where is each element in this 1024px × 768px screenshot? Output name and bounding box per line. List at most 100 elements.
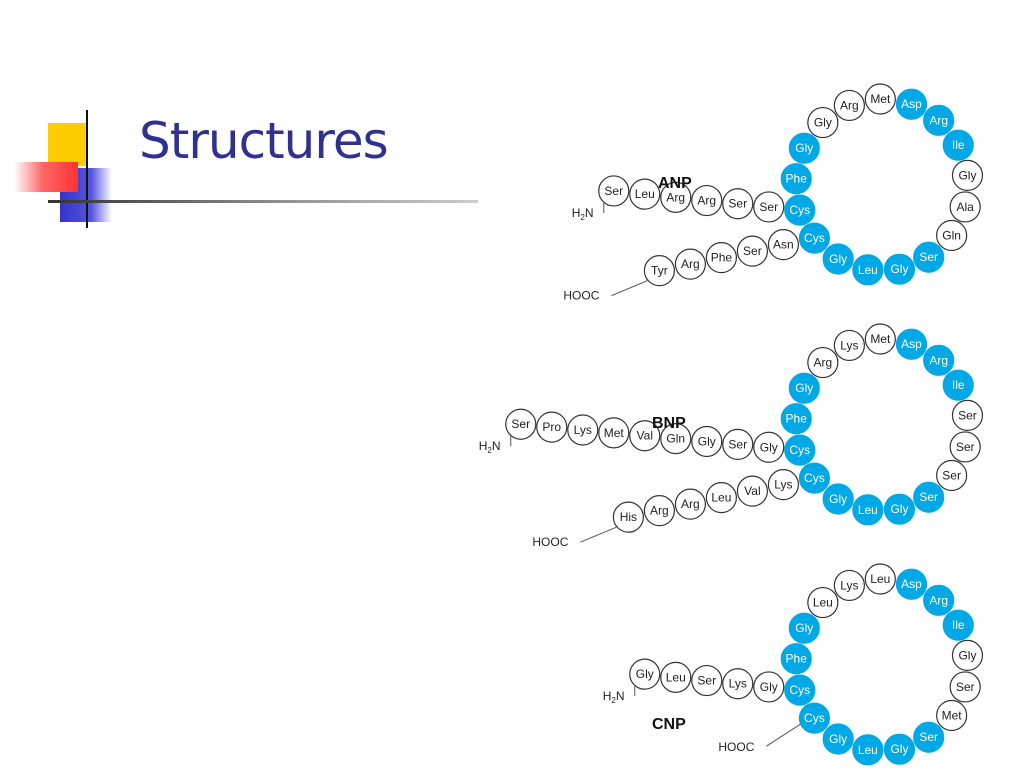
ring-residue-1-6: Asp bbox=[895, 328, 928, 360]
residue-label: Arg bbox=[650, 504, 669, 518]
n-chain-residue-0-3: Arg bbox=[660, 181, 692, 213]
ring-residue-0-10: Ala bbox=[949, 191, 981, 223]
ring-residue-2-5: Leu bbox=[864, 563, 896, 595]
residue-circle bbox=[722, 668, 754, 700]
residue-circle bbox=[895, 328, 928, 360]
residue-circle bbox=[784, 434, 816, 466]
n-chain-residue-2-3: Leu bbox=[660, 661, 692, 693]
c-terminus-label-2: HOOC bbox=[718, 740, 754, 754]
ring-residue-1-16: Cys bbox=[798, 462, 830, 494]
residue-circle bbox=[833, 329, 865, 362]
residue-label: Cys bbox=[789, 683, 810, 697]
n-terminus-label-2: H2N bbox=[603, 689, 625, 705]
residue-circle bbox=[923, 104, 955, 136]
residue-label: Gly bbox=[890, 742, 908, 756]
residue-label: Cys bbox=[804, 231, 825, 245]
ring-residue-1-13: Gly bbox=[883, 493, 916, 525]
decoration-vertical-line bbox=[86, 110, 88, 228]
ring-residue-1-7: Arg bbox=[923, 344, 955, 376]
residue-circle bbox=[923, 584, 955, 616]
n-chain-residue-1-5: Met bbox=[598, 417, 630, 449]
residue-circle bbox=[674, 248, 706, 280]
c-chain-residue-0-0: Asn bbox=[767, 229, 799, 261]
residue-label: Ile bbox=[952, 618, 965, 632]
residue-label: Gly bbox=[958, 168, 976, 182]
residue-label: Ser bbox=[958, 408, 977, 422]
residue-label: Leu bbox=[858, 263, 878, 277]
residue-label: Gly bbox=[829, 732, 847, 746]
residue-label: Lys bbox=[729, 677, 747, 691]
residue-label: Gly bbox=[958, 648, 976, 662]
residue-label: Ser bbox=[697, 674, 716, 688]
residue-label: Ser bbox=[759, 200, 778, 214]
residue-label: Lys bbox=[774, 478, 792, 492]
residue-circle bbox=[643, 495, 675, 527]
residue-label: Ser bbox=[942, 468, 961, 482]
ring-residue-0-2: Gly bbox=[788, 132, 820, 164]
residue-circle bbox=[660, 423, 692, 455]
ring-residue-0-4: Arg bbox=[833, 89, 865, 122]
residue-label: Ala bbox=[956, 200, 974, 214]
ring-residue-2-7: Arg bbox=[923, 584, 955, 616]
n-chain-residue-1-2: Gly bbox=[691, 425, 723, 458]
residue-circle bbox=[833, 569, 865, 602]
residue-label: Ser bbox=[728, 437, 747, 451]
residue-circle bbox=[852, 734, 884, 766]
ring-residue-2-12: Ser bbox=[913, 721, 945, 753]
residue-label: Gly bbox=[829, 252, 847, 266]
residue-circle bbox=[788, 612, 820, 644]
n-chain-residue-2-4: Gly bbox=[629, 658, 661, 690]
peptide-name-2: CNP bbox=[652, 716, 686, 733]
residue-circle bbox=[923, 344, 955, 376]
c-term-bond-1 bbox=[580, 526, 617, 543]
ring-residue-0-5: Met bbox=[864, 83, 896, 115]
residue-label: Phe bbox=[786, 652, 808, 666]
residue-circle bbox=[807, 106, 839, 139]
decoration-red-block bbox=[14, 162, 78, 192]
ring-residue-1-14: Leu bbox=[852, 494, 884, 526]
residue-label: Asp bbox=[901, 337, 922, 351]
residue-label: Cys bbox=[804, 471, 825, 485]
residue-circle bbox=[629, 658, 661, 690]
residue-circle bbox=[883, 733, 916, 765]
ring-residue-0-7: Arg bbox=[923, 104, 955, 136]
ring-residue-2-9: Gly bbox=[951, 639, 984, 671]
ring-residue-0-6: Asp bbox=[895, 88, 928, 120]
residue-circle bbox=[598, 175, 630, 207]
residue-circle bbox=[753, 191, 785, 223]
ring-residue-1-5: Met bbox=[864, 323, 896, 355]
ring-residue-0-11: Gln bbox=[936, 219, 968, 252]
residue-circle bbox=[780, 163, 812, 195]
n-chain-residue-1-8: Ser bbox=[505, 408, 537, 440]
residue-label: Leu bbox=[858, 743, 878, 757]
c-chain-residue-0-1: Ser bbox=[736, 235, 768, 267]
residue-label: Leu bbox=[870, 572, 890, 586]
residue-circle bbox=[942, 129, 974, 161]
residue-circle bbox=[722, 188, 754, 220]
residue-circle bbox=[852, 254, 884, 286]
residue-label: Gly bbox=[795, 381, 813, 395]
c-chain-residue-0-4: Tyr bbox=[643, 255, 675, 287]
residue-label: Cys bbox=[804, 711, 825, 725]
residue-label: Ser bbox=[743, 244, 762, 258]
ring-residue-1-12: Ser bbox=[913, 481, 945, 513]
residue-label: Asp bbox=[901, 577, 922, 591]
residue-label: Gly bbox=[760, 680, 778, 694]
residue-label: Arg bbox=[929, 353, 948, 367]
n-chain-residue-1-6: Lys bbox=[567, 414, 599, 446]
ring-residue-0-16: Cys bbox=[798, 222, 830, 254]
residue-label: Ser bbox=[919, 490, 938, 504]
residue-label: Met bbox=[870, 92, 891, 106]
residue-label: Arg bbox=[813, 356, 832, 370]
residue-circle bbox=[883, 493, 916, 525]
ring-residue-2-14: Leu bbox=[852, 734, 884, 766]
residue-label: Val bbox=[744, 484, 760, 498]
residue-circle bbox=[780, 643, 812, 675]
residue-circle bbox=[936, 699, 968, 732]
residue-circle bbox=[895, 568, 928, 600]
residue-circle bbox=[691, 184, 723, 217]
residue-label: Gly bbox=[795, 621, 813, 635]
residue-circle bbox=[612, 501, 644, 533]
ring-residue-1-3: Arg bbox=[807, 346, 839, 379]
